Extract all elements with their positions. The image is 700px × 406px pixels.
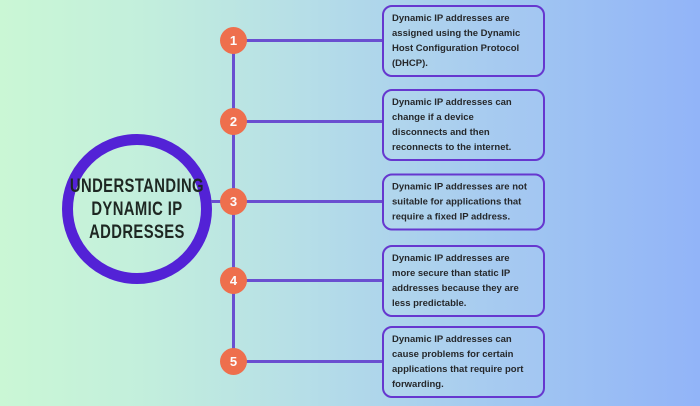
central-topic-circle: UNDERSTANDING DYNAMIC IP ADDRESSES xyxy=(62,134,212,284)
note-text-5: Dynamic IP addresses can cause problems … xyxy=(392,334,524,390)
note-box-4: Dynamic IP addresses are more secure tha… xyxy=(382,245,545,317)
connector-line-1 xyxy=(233,39,382,42)
note-text-3: Dynamic IP addresses are not suitable fo… xyxy=(392,181,527,223)
note-box-2: Dynamic IP addresses can change if a dev… xyxy=(382,89,545,161)
connector-line-4 xyxy=(233,279,382,282)
note-box-1: Dynamic IP addresses are assigned using … xyxy=(382,5,545,77)
node-badge-5: 5 xyxy=(220,348,247,375)
page-title: UNDERSTANDING DYNAMIC IP ADDRESSES xyxy=(69,175,205,243)
connector-line-5 xyxy=(233,360,382,363)
note-box-3: Dynamic IP addresses are not suitable fo… xyxy=(382,173,545,231)
node-badge-2: 2 xyxy=(220,108,247,135)
node-badge-1: 1 xyxy=(220,27,247,54)
connector-line-2 xyxy=(233,120,382,123)
note-text-1: Dynamic IP addresses are assigned using … xyxy=(392,13,521,69)
note-text-2: Dynamic IP addresses can change if a dev… xyxy=(392,97,512,153)
note-box-5: Dynamic IP addresses can cause problems … xyxy=(382,326,545,398)
node-badge-3: 3 xyxy=(220,188,247,215)
node-badge-4: 4 xyxy=(220,267,247,294)
connector-line-3 xyxy=(233,200,382,203)
note-text-4: Dynamic IP addresses are more secure tha… xyxy=(392,253,519,309)
